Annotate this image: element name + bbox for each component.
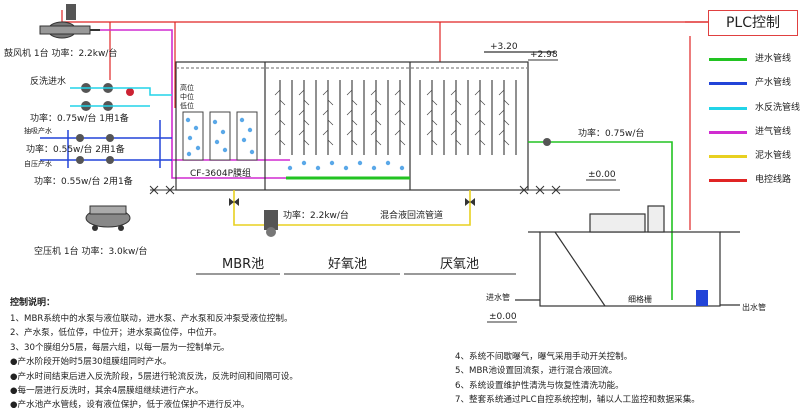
return-pump-icon [264,210,278,237]
inlet-pipe-label: 进水管 [486,292,510,302]
membrane-modules [182,111,258,161]
note-line: 3、30个膜组分5层，每层六组，以每一层为一控制单元。 [10,342,230,353]
backwash-power-label: 功率：0.75w/台 1用1备 [30,112,129,124]
note-line: 1、MBR系统中的水泵与液位联动，进水泵、产水泵和反冲泵受液位控制。 [10,314,293,324]
level-high-label: 高位 [180,83,194,92]
self-pressure-label: 自压产水 [24,159,52,168]
backwash-inlet-label: 反洗进水 [30,75,66,87]
legend-label: 泥水管线 [755,151,792,162]
return-valves [229,198,475,206]
blower-icon [39,4,100,39]
elevation-2: +2.98 [530,50,558,60]
note-line: ●产水时间结束后进入反洗阶段，5层进行轮流反洗，反洗时间和间隔可设。 [10,371,298,382]
legend-item: 水反洗管线 [705,101,803,125]
legend-swatch [709,106,747,110]
aeration-bubbles [287,160,405,171]
return-line [233,190,471,226]
inlet-pump-power-label: 功率：0.75w/台 [578,127,644,139]
sump-pipes [515,299,740,306]
grille-label: 细格栅 [628,294,652,304]
note-line: 2、产水泵，低位停，中位开；进水泵高位停，中位开。 [10,328,222,339]
legend-swatch [709,130,747,134]
note-line: 6、系统设置维护性清洗与恢复性清洗功能。 [455,380,624,391]
elevation-1: +3.20 [490,42,518,52]
sump-tank [528,205,740,307]
elevation-4: ±0.00 [489,312,517,322]
note-line: 7、整套系统通过PLC自控系统控制，辅以人工监控和数据采集。 [455,395,700,406]
legend-item: 进气管线 [705,125,803,149]
bio-media [274,80,517,155]
product-lines [40,120,172,168]
legend-swatch [709,179,747,183]
legend-label: 水反洗管线 [755,102,801,113]
legend-item: 电控线路 [705,173,803,197]
note-line: ●每一层进行反洗时，其余4层膜组继续进行产水。 [10,386,204,397]
tank-label-mbr: MBR池 [222,257,264,272]
inlet-line [528,141,673,300]
legend-label: 进水管线 [755,54,792,64]
note-line: ●产水阶段开始时5层30组膜组同时产水。 [10,357,172,368]
legend-swatch [709,58,747,61]
legend-label: 产水管线 [755,78,792,89]
level-low-label: 低位 [180,101,194,110]
product-pumps [76,134,114,164]
air-compressor-icon [85,205,131,231]
notes-heading: 控制说明： [10,298,56,308]
membrane-module-label: CF-3604P膜组 [190,167,251,179]
return-line-label: 混合液回流管道 [380,209,443,221]
inlet-pump-icon [543,138,551,146]
return-pump-power-label: 功率：2.2kw/台 [283,209,349,221]
legend-item: 进水管线 [705,52,803,76]
air-compressor-label: 空压机 1台 功率：3.0kw/台 [34,245,147,257]
main-tank [175,51,555,191]
control-notes: 控制说明： 1、MBR系统中的水泵与液位联动，进水泵、产水泵和反冲泵受液位控制。… [10,296,800,410]
elevation-markers [487,51,616,323]
notes-right-column: 4、系统不间歇曝气，曝气采用手动开关控制。 5、MBR池设置回流泵，进行混合液回流… [455,350,795,408]
level-mid-label: 中位 [180,92,194,101]
ground-hatch [149,185,620,195]
suction-pump-label: 抽吸产水 [24,126,52,135]
legend-label: 进气管线 [755,126,792,137]
self-pressure-power-label: 功率：0.55w/台 2用1备 [34,175,133,187]
control-lines [61,10,708,230]
note-line: 5、MBR池设置回流泵，进行混合液回流。 [455,366,618,377]
blower-label: 鼓风机 1台 功率：2.2kw/台 [4,47,117,59]
legend: 进水管线产水管线水反洗管线进气管线泥水管线电控线路 [705,52,803,198]
outlet-pipe-label: 出水管 [742,302,766,312]
notes-left-column: 1、MBR系统中的水泵与液位联动，进水泵、产水泵和反冲泵受液位控制。 2、产水泵，… [10,312,450,413]
elevation-3: ±0.00 [588,170,616,180]
sump-pump-icon [696,290,708,306]
tank-label-aerobic: 好氧池 [328,257,367,272]
tank-label-anoxic: 厌氧池 [440,257,479,272]
backwash-lines [70,87,172,107]
backwash-pumps [81,83,134,111]
legend-swatch [709,155,747,159]
legend-swatch [709,82,747,86]
legend-item: 产水管线 [705,76,803,100]
note-line: 4、系统不间歇曝气，曝气采用手动开关控制。 [455,352,633,362]
suction-power-label: 功率：0.55w/台 2用1备 [26,143,125,155]
note-line: ●产水池产水管线，设有液位保护，低于液位保护不进行反冲。 [10,400,250,411]
legend-item: 泥水管线 [705,149,803,173]
legend-label: 电控线路 [755,175,792,186]
plc-control-box: PLC控制 [708,10,798,36]
